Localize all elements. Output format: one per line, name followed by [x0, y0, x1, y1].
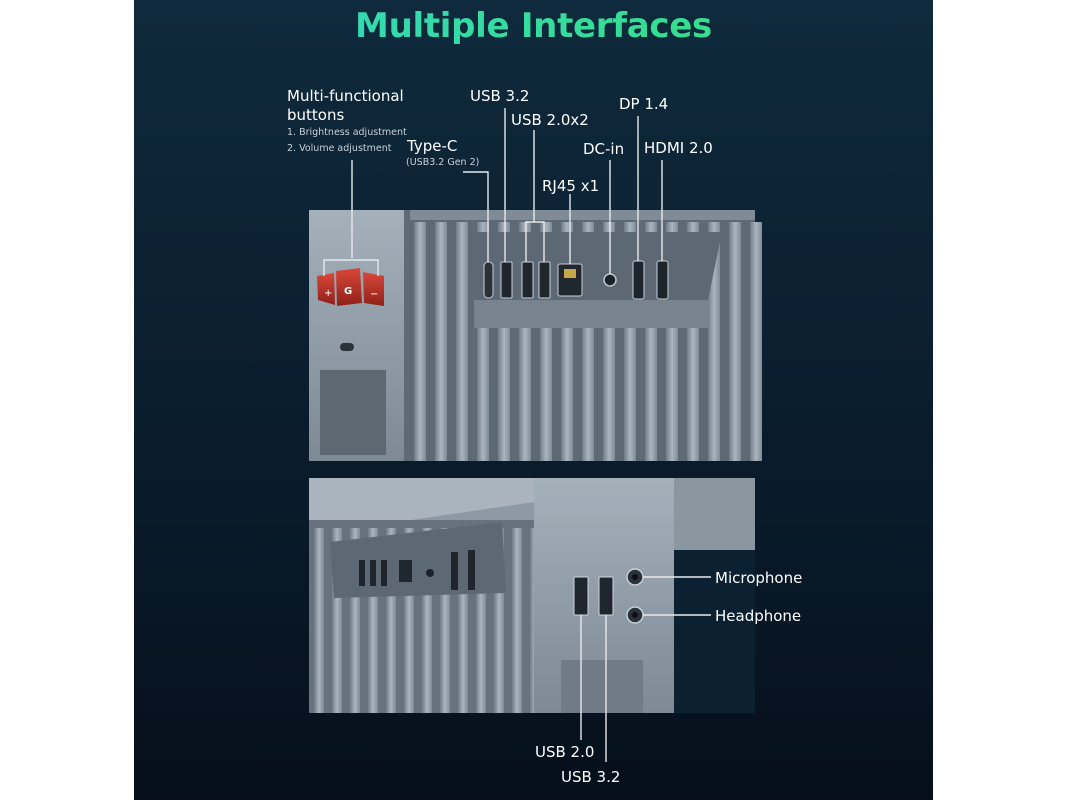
usb20-port-icon — [538, 261, 551, 299]
top-photo — [309, 210, 762, 461]
heatsink-fin — [368, 528, 378, 713]
buttons-label-line2: buttons — [287, 106, 345, 124]
heatsink-fin — [422, 528, 432, 713]
page-title: Multiple Interfaces — [134, 6, 933, 46]
microphone-label: Microphone — [715, 569, 803, 587]
buttons-note-volume: 2. Volume adjustment — [287, 143, 392, 154]
multi-function-buttons: + G − — [317, 268, 384, 306]
heatsink-fin — [458, 528, 468, 713]
hdmi-label: HDMI 2.0 — [644, 139, 713, 157]
heatsink-fin — [512, 528, 522, 713]
heatsink-fin — [456, 222, 468, 461]
product-photos: + G − — [309, 108, 762, 762]
heatsink-fin — [314, 528, 324, 713]
dc-in-port-icon — [603, 273, 617, 287]
bottom-photo — [309, 478, 755, 713]
plus-button — [317, 273, 335, 305]
usb-c-port-icon — [483, 261, 494, 299]
heatsink-fin — [332, 528, 342, 713]
buttons-label-line1: Multi-functional — [287, 87, 404, 105]
side-usb20-port-icon — [573, 576, 589, 616]
hdmi-port-icon — [656, 260, 669, 300]
typec-note: (USB3.2 Gen 2) — [406, 157, 480, 168]
callout-lines — [323, 108, 711, 762]
minus-button — [363, 272, 384, 306]
side-usb32-port-icon — [598, 576, 614, 616]
dcin-label: DC-in — [583, 140, 625, 158]
usb20x2-label: USB 2.0x2 — [511, 111, 589, 129]
top-ports — [483, 260, 669, 300]
heatsink-fin — [350, 528, 360, 713]
minus-glyph: − — [370, 289, 378, 300]
rj45-port-icon — [557, 263, 583, 297]
typec-label: Type-C — [407, 137, 458, 155]
rj45-label: RJ45 x1 — [542, 177, 600, 195]
usb20-bottom-label: USB 2.0 — [535, 743, 595, 761]
usb32-port-icon — [500, 261, 513, 299]
heatsink-fin — [404, 528, 414, 713]
buttons-note-brightness: 1. Brightness adjustment — [287, 127, 407, 138]
g-glyph: G — [344, 286, 352, 297]
usb32-bottom-label: USB 3.2 — [561, 768, 621, 786]
plus-glyph: + — [324, 288, 332, 299]
usb32-top-label: USB 3.2 — [470, 87, 530, 105]
heatsink-fin — [494, 528, 504, 713]
heatsink-fin — [435, 222, 447, 461]
side-vent — [320, 370, 386, 455]
dp-port-icon — [632, 260, 645, 300]
heatsink-fin — [414, 222, 426, 461]
dp-label: DP 1.4 — [619, 95, 669, 113]
heatsink-fin — [729, 222, 741, 461]
heatsink-fin — [750, 222, 762, 461]
g-button — [336, 268, 362, 306]
headphone-label: Headphone — [715, 607, 802, 625]
heatsink-fin — [386, 528, 396, 713]
bottom-side-vent — [561, 660, 643, 713]
product-panel: Multiple Interfaces — [134, 0, 933, 800]
usb20-port-icon — [521, 261, 534, 299]
heatsink-fin — [440, 528, 450, 713]
lock-slot-icon — [340, 343, 354, 351]
heatsink-fin — [476, 528, 486, 713]
